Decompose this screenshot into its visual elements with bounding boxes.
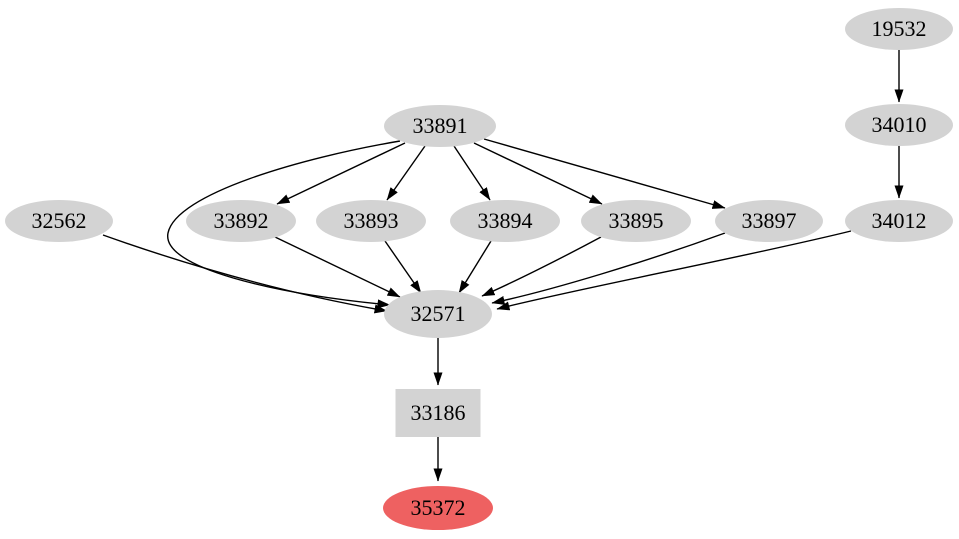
edge-33893-to-32571 [384,240,422,294]
node-33186: 33186 [395,389,481,437]
node-shape-ellipse [715,200,823,242]
node-shape-ellipse [5,200,113,242]
node-19532: 19532 [845,8,953,50]
node-32571: 32571 [384,290,492,338]
node-shape-ellipse [384,290,492,338]
node-label: 33895 [609,208,664,233]
nodes-layer: 19532 34010 34012 33891 32562 33892 33893 33894… [5,8,953,530]
node-33897: 33897 [715,200,823,242]
node-shape-ellipse [316,200,426,242]
node-label: 32571 [411,301,466,326]
node-label: 33893 [344,208,399,233]
edge-33891-to-33892 [276,142,406,205]
edges-layer [102,50,904,482]
node-shape-ellipse [581,200,691,242]
node-label: 33894 [478,208,533,233]
node-shape-ellipse [845,200,953,242]
node-shape-ellipse [845,8,953,50]
node-33895: 33895 [581,200,691,242]
node-label: 34010 [872,112,927,137]
node-34012: 34012 [845,200,953,242]
edge-34012-to-32571 [496,230,852,311]
edge-33897-to-32571 [491,232,726,305]
node-shape-ellipse [450,200,560,242]
node-label: 33897 [742,208,797,233]
edge-32562-to-32571 [102,234,388,314]
node-shape-ellipse [186,200,296,242]
node-label: 34012 [872,208,927,233]
node-35372: 35372 [383,486,493,530]
node-33892: 33892 [186,200,296,242]
node-shape-ellipse [384,105,496,147]
node-33894: 33894 [450,200,560,242]
node-shape-ellipse [383,486,493,530]
edge-33895-to-32571 [481,236,602,297]
node-label: 33186 [411,400,466,425]
node-shape-box [395,389,481,437]
node-33893: 33893 [316,200,426,242]
node-label: 32562 [32,208,87,233]
node-shape-ellipse [845,104,953,146]
node-label: 35372 [411,495,466,520]
node-32562: 32562 [5,200,113,242]
edge-33894-to-32571 [458,240,492,294]
edge-33892-to-32571 [274,236,401,298]
node-label: 33892 [214,208,269,233]
node-33891: 33891 [384,105,496,147]
node-label: 33891 [413,113,468,138]
node-label: 19532 [872,16,927,41]
edge-33891-to-33895 [473,142,603,205]
edge-33891-to-33893 [386,145,426,201]
edge-33891-to-33897 [483,138,726,209]
node-34010: 34010 [845,104,953,146]
edge-33891-to-33894 [453,145,491,201]
